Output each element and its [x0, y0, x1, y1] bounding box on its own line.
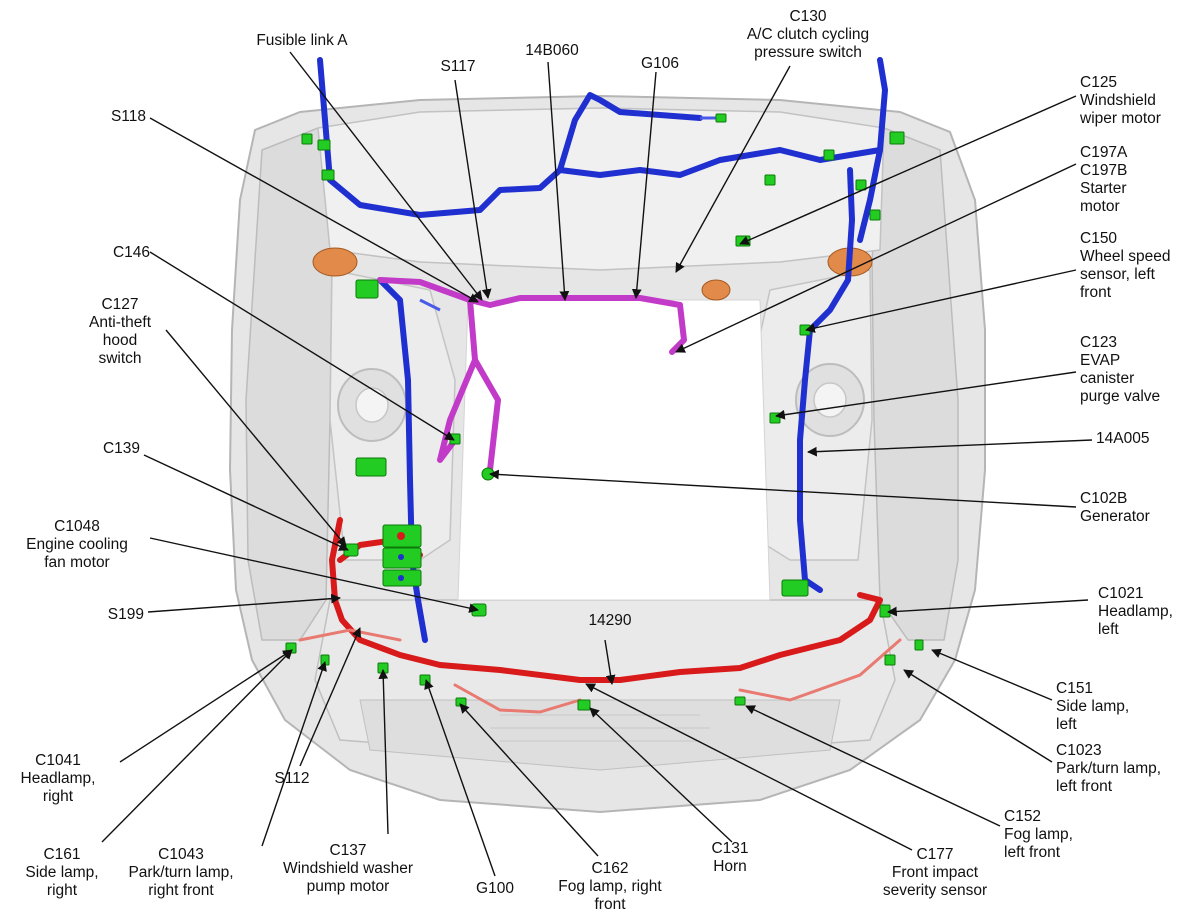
label-c125: C125 Windshield wiper motor — [1080, 74, 1161, 127]
cowl-panel — [317, 107, 885, 271]
label-s118: S118 — [110, 108, 146, 125]
label-g106: G106 — [641, 55, 679, 72]
label-c151: C151 Side lamp, left — [1056, 680, 1130, 733]
label-c177: C177 Front impact severity sensor — [882, 846, 988, 899]
connectors — [285, 113, 924, 711]
label-c131: C131 Horn — [711, 840, 749, 875]
vehicle-body — [228, 94, 986, 814]
grommet-center — [701, 279, 731, 301]
label-c162: C162 Fog lamp, right front — [558, 860, 662, 913]
label-c1043: C1043 Park/turn lamp, right front — [128, 846, 234, 899]
label-c123: C123 EVAP canister purge valve — [1080, 334, 1161, 405]
label-c130: C130 A/C clutch cycling pressure switch — [746, 8, 870, 61]
label-c102b: C102B Generator — [1080, 490, 1150, 525]
label-g100: G100 — [476, 880, 514, 897]
label-c1048: C1048 Engine cooling fan motor — [26, 518, 128, 571]
left-fender — [245, 126, 333, 641]
label-c197: C197A C197B Starter motor — [1080, 144, 1128, 215]
label-14b060: 14B060 — [525, 42, 579, 59]
label-c1021: C1021 Headlamp, left — [1098, 585, 1173, 638]
label-s112: S112 — [274, 770, 310, 787]
label-c161: C161 Side lamp, right — [25, 846, 99, 899]
label-c137: C137 Windshield washer pump motor — [282, 842, 414, 895]
label-c150: C150 Wheel speed sensor, left front — [1080, 230, 1171, 301]
label-c127: C127 Anti-theft hood switch — [88, 296, 152, 367]
label-14a005: 14A005 — [1096, 430, 1150, 447]
grommet-left — [312, 247, 358, 277]
label-14290: 14290 — [588, 612, 632, 629]
label-c139: C139 — [102, 440, 140, 457]
harness-pink — [298, 628, 902, 714]
label-c1041: C1041 Headlamp, right — [20, 752, 96, 805]
label-c146: C146 — [112, 244, 150, 261]
leader-lines — [101, 51, 1093, 877]
engine-bay-opening — [457, 299, 771, 601]
label-c152: C152 Fog lamp, left front — [1004, 808, 1073, 861]
label-s117: S117 — [440, 58, 476, 75]
label-s199: S199 — [107, 606, 144, 623]
label-fusible-link-a: Fusible link A — [256, 32, 348, 49]
harness-blue — [317, 57, 888, 643]
label-c1023: C1023 Park/turn lamp, left front — [1056, 742, 1162, 795]
